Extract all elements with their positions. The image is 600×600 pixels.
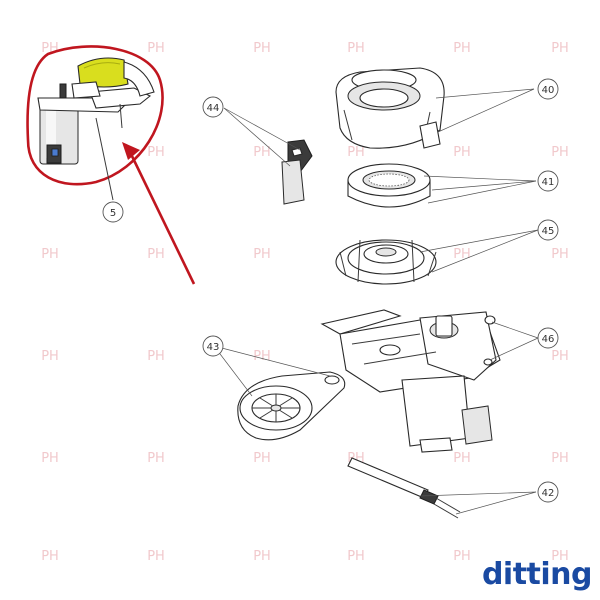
leader-lines: [213, 88, 539, 515]
watermark-ph: PH: [41, 549, 59, 564]
callout-41-label: 41: [542, 177, 555, 188]
callout-45: 45: [537, 219, 559, 241]
watermark-ph: PH: [453, 41, 471, 56]
watermark-ph: PH: [253, 41, 271, 56]
callout-46-label: 46: [542, 334, 555, 345]
watermark-ph: PH: [551, 349, 569, 364]
watermark-ph: PH: [41, 349, 59, 364]
watermark-ph: PH: [253, 349, 271, 364]
watermark-grid: PH PH PH PH PH PH PH PH PH PH PH PH PH PH PH PH PH PH PH PH…: [41, 41, 569, 564]
watermark-ph: PH: [147, 549, 165, 564]
callout-42-label: 42: [542, 488, 555, 499]
main-chassis: [320, 309, 501, 453]
part-42-sensor: [347, 457, 461, 519]
callout-40: 40: [537, 78, 559, 100]
callout-5: 5: [102, 201, 124, 223]
highlight-arrow-head: [122, 142, 140, 160]
motor-assembly-part-5: [37, 57, 155, 165]
callout-44-label: 44: [207, 103, 220, 114]
watermark-ph: PH: [551, 549, 569, 564]
callout-43: 43: [202, 335, 224, 357]
watermark-ph: PH: [453, 549, 471, 564]
part-43-belt-pulley: [237, 371, 346, 441]
watermark-ph: PH: [551, 145, 569, 160]
callout-43-label: 43: [207, 342, 220, 353]
callout-5-label: 5: [110, 208, 116, 219]
watermark-ph: PH: [253, 451, 271, 466]
callout-44: 44: [202, 96, 224, 118]
watermark-ph: PH: [41, 247, 59, 262]
watermark-ph: PH: [253, 247, 271, 262]
watermark-ph: PH: [147, 247, 165, 262]
watermark-ph: PH: [453, 145, 471, 160]
watermark-ph: PH: [347, 549, 365, 564]
part-45-disc: [335, 239, 437, 285]
ditting-logo: ditting: [482, 557, 592, 592]
watermark-ph: PH: [551, 41, 569, 56]
highlight-circle: [26, 45, 164, 186]
part-41-ring: [347, 163, 431, 208]
watermark-ph: PH: [147, 145, 165, 160]
part-44-switch: [281, 139, 313, 205]
watermark-ph: PH: [147, 349, 165, 364]
watermark-ph: PH: [551, 247, 569, 262]
callout-40-label: 40: [542, 85, 555, 96]
watermark-ph: PH: [347, 41, 365, 56]
watermark-ph: PH: [253, 549, 271, 564]
watermark-ph: PH: [347, 145, 365, 160]
callout-42: 42: [537, 481, 559, 503]
watermark-ph: PH: [253, 145, 271, 160]
callout-45-label: 45: [542, 226, 555, 237]
watermark-ph: PH: [147, 41, 165, 56]
watermark-ph: PH: [41, 451, 59, 466]
watermark-ph: PH: [147, 451, 165, 466]
callout-41: 41: [537, 170, 559, 192]
callout-46: 46: [537, 327, 559, 349]
part-40-top-housing: [335, 67, 445, 149]
watermark-ph: PH: [453, 451, 471, 466]
highlight-arrow-shaft: [128, 151, 196, 285]
watermark-ph: PH: [551, 451, 569, 466]
